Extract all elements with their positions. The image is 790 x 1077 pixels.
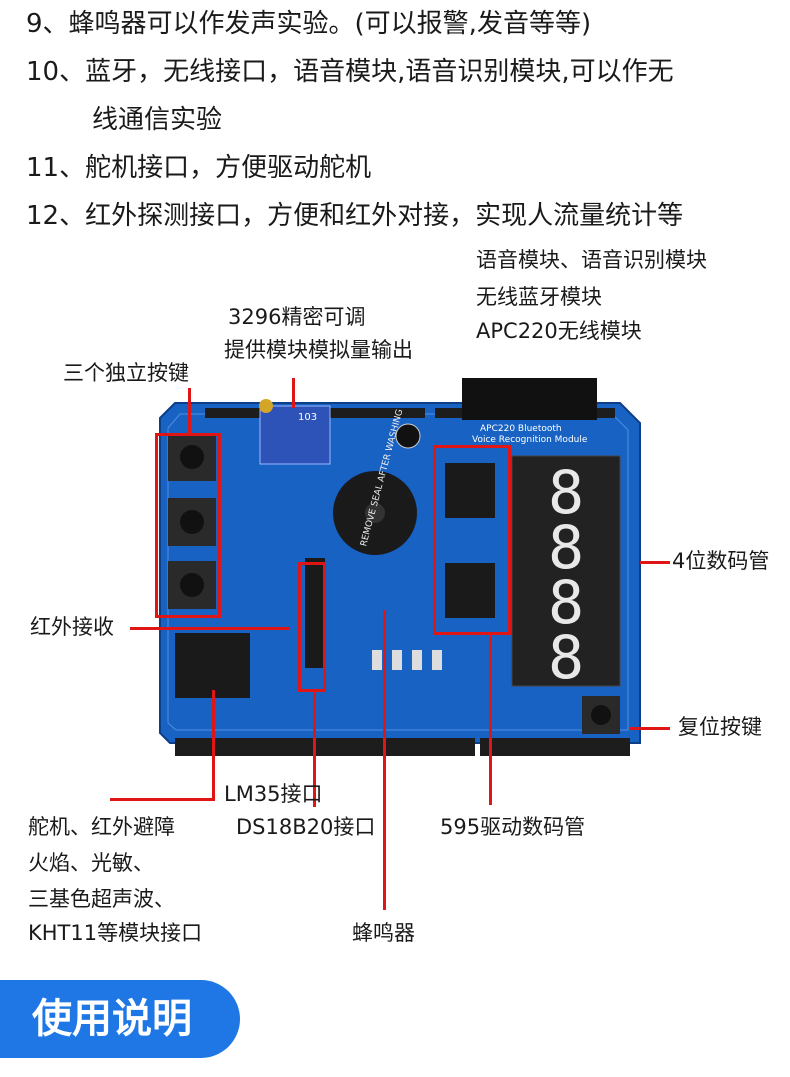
label-ds18b20: DS18B20接口 [236, 815, 376, 839]
label-ir-receiver: 红外接收 [30, 615, 114, 639]
label-servo-2: 火焰、光敏、 [28, 851, 154, 875]
label-voice-3: APC220无线模块 [476, 319, 642, 343]
label-servo-4: KHT11等模块接口 [28, 921, 203, 945]
label-pot-2: 提供模块模拟量输出 [224, 338, 413, 362]
sensor-pin-header [305, 558, 325, 668]
label-voice-2: 无线蓝牙模块 [476, 285, 602, 309]
feature-list: 9、蜂鸣器可以作发声实验。(可以报警,发音等等) 10、蓝牙，无线接口，语音模块… [26, 0, 683, 240]
servo-pin-header [175, 633, 250, 698]
driver-highlight [433, 445, 511, 635]
svg-text:8: 8 [548, 623, 584, 693]
three-buttons [168, 433, 216, 609]
board-module-text-1: APC220 Bluetooth [480, 424, 562, 434]
feature-11: 11、舵机接口，方便驱动舵机 [26, 153, 372, 183]
buttons-highlight [155, 433, 221, 618]
label-reset: 复位按键 [678, 715, 762, 739]
label-servo-1: 舵机、红外避障 [28, 815, 175, 839]
instructions-title: 使用说明 [32, 996, 192, 1042]
shift-register-ic-1 [445, 463, 495, 518]
feature-12: 12、红外探测接口，方便和红外对接，实现人流量统计等 [26, 201, 684, 231]
label-pot-1: 3296精密可调 [228, 305, 366, 329]
feature-10-cont: 线通信实验 [92, 105, 223, 135]
shift-register-ic-2 [445, 563, 495, 618]
voice-module-header [462, 378, 597, 420]
four-digit-display: 8 8 8 8 [511, 455, 621, 693]
feature-9: 9、蜂鸣器可以作发声实验。(可以报警,发音等等) [26, 9, 592, 39]
instructions-banner [0, 980, 240, 1058]
label-driver: 595驱动数码管 [440, 815, 586, 839]
label-servo-3: 三基色超声波、 [28, 887, 175, 911]
leds [372, 650, 442, 670]
feature-10: 10、蓝牙，无线接口，语音模块,语音识别模块,可以作无 [26, 57, 674, 87]
multifunction-shield-board: APC220 Bluetooth Voice Recognition Modul… [159, 378, 641, 756]
label-lm35: LM35接口 [224, 782, 323, 806]
bottom-header [175, 738, 630, 756]
label-buzzer: 蜂鸣器 [352, 921, 415, 945]
sensor-highlight [298, 562, 326, 692]
board-module-text-2: Voice Recognition Module [472, 435, 588, 445]
svg-text:103: 103 [298, 412, 317, 423]
svg-text:8: 8 [548, 513, 584, 583]
label-digit-display: 4位数码管 [672, 549, 770, 573]
potentiometer [259, 405, 331, 465]
label-voice-1: 语音模块、语音识别模块 [476, 248, 707, 272]
svg-text:8: 8 [548, 568, 584, 638]
svg-text:8: 8 [548, 458, 584, 528]
label-buttons: 三个独立按键 [63, 361, 189, 385]
